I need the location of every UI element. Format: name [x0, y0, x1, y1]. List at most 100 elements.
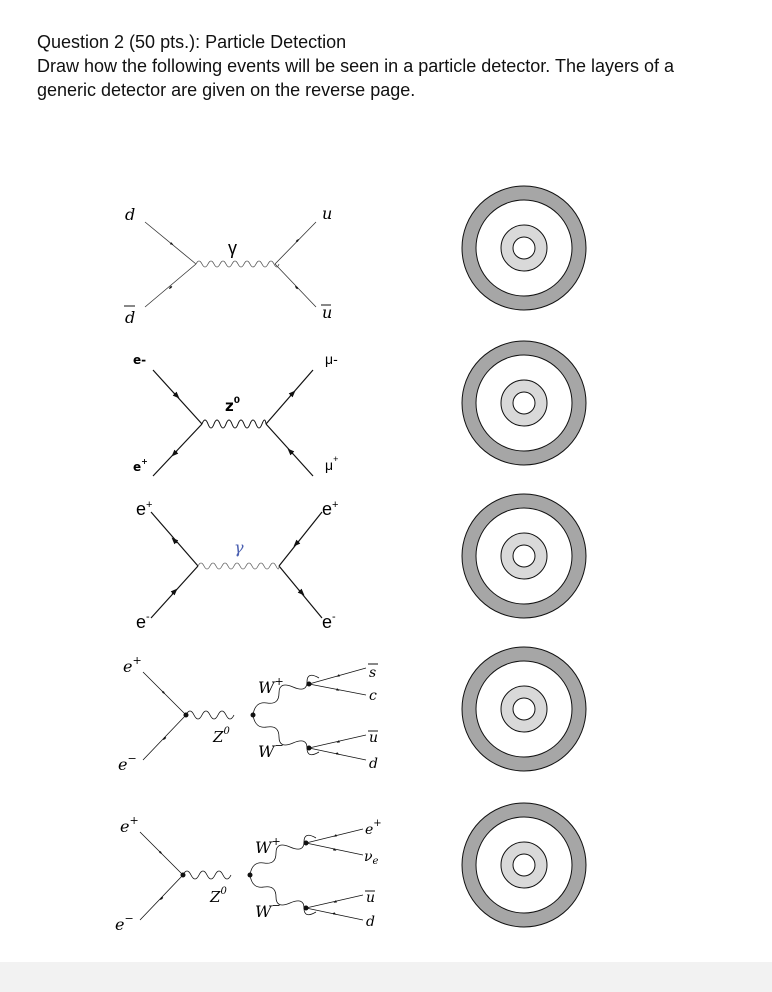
photon-propagator	[195, 260, 280, 268]
label-eplus: e+	[133, 457, 148, 474]
label-eplus-in: e+	[136, 499, 152, 519]
arrow-mark	[295, 238, 300, 243]
label-z0: z0	[225, 396, 240, 415]
feynman-diagram-5: e+ e− Z0 W+ W− e+ νe u d	[115, 814, 382, 934]
label-z0: Z0	[212, 726, 230, 746]
feynman-diagram-1: d d γ u u	[124, 204, 332, 327]
feynman-diagram-4: e+ e− Z0 W+ W− s c u d	[118, 654, 378, 774]
arrow-mark	[335, 688, 340, 691]
label-eminus: e-	[133, 353, 146, 367]
fermion-line-eminus	[142, 714, 187, 761]
label-eminus-out: e-	[322, 611, 336, 632]
question-title: Question 2 (50 pts.): Particle Detection	[37, 32, 347, 52]
label-muplus: μ+	[325, 454, 338, 473]
arrow-mark	[287, 448, 295, 456]
label-gamma: γ	[234, 538, 244, 557]
core	[512, 853, 536, 877]
detector-diagram-5	[461, 802, 587, 928]
label-nu-e: νe	[364, 849, 379, 867]
detector-diagram-3	[461, 493, 587, 619]
arrow-mark	[162, 736, 167, 741]
label-eminus: e−	[118, 752, 137, 774]
detector-diagram-4	[461, 646, 587, 772]
label-z0: Z0	[209, 886, 227, 906]
core	[512, 697, 536, 721]
arrow-mark	[171, 449, 179, 457]
arrow-mark	[168, 285, 173, 290]
feynman-diagram-2: e- e+ z0 μ- μ+	[133, 351, 338, 477]
question-header: Question 2 (50 pts.): Particle Detection…	[37, 30, 737, 102]
arrow-mark	[335, 752, 340, 755]
label-dbar: d	[125, 308, 135, 327]
arrow-mark	[288, 390, 296, 398]
core	[512, 236, 536, 260]
arrow-mark	[293, 539, 301, 547]
feynman-diagram-3: e+ e- γ e+ e-	[136, 499, 338, 632]
arrow-mark	[332, 912, 337, 915]
arrow-mark	[333, 834, 338, 837]
label-wplus: W+	[255, 835, 281, 857]
fermion-line-eminus	[139, 874, 184, 921]
arrow-mark	[294, 285, 299, 290]
label-eplus-out: e+	[322, 499, 338, 519]
arrow-mark	[171, 537, 179, 545]
question-instructions-line2: generic detector are given on the revers…	[37, 80, 416, 100]
fermion-line-ubar	[274, 263, 317, 308]
label-eminus-in: e-	[136, 611, 150, 632]
arrow-mark	[336, 740, 341, 743]
label-muminus: μ-	[325, 351, 338, 367]
label-gamma: γ	[228, 238, 237, 258]
label-eplus-out: e+	[365, 818, 382, 838]
label-d: d	[366, 914, 375, 930]
label-eplus: e+	[123, 654, 142, 676]
label-u: u	[322, 204, 332, 223]
z-propagator	[201, 419, 267, 429]
label-wplus: W+	[258, 675, 284, 697]
arrow-mark	[333, 900, 338, 903]
detector-diagram-2	[461, 340, 587, 466]
arrow-mark	[336, 674, 341, 677]
fermion-line-s	[308, 667, 367, 685]
arrow-mark	[159, 896, 164, 901]
question-instructions-line1: Draw how the following events will be se…	[37, 56, 675, 76]
fermion-line-muplus	[265, 423, 314, 477]
photon-propagator	[197, 562, 280, 570]
fermion-line-eplus-in	[150, 511, 199, 567]
label-ubar: u	[366, 890, 375, 906]
core	[512, 391, 536, 415]
label-d: d	[369, 756, 378, 772]
label-wminus: W−	[258, 739, 284, 761]
z-propagator	[185, 710, 235, 720]
label-sbar: s	[369, 665, 376, 681]
fermion-line-eplus	[142, 671, 187, 716]
detector-diagram-1	[461, 185, 587, 311]
label-eminus: e−	[115, 912, 134, 934]
fermion-line-eminus	[152, 369, 203, 425]
core	[512, 544, 536, 568]
fermion-line-dbar	[144, 263, 197, 308]
fermion-line-eplus-out	[305, 828, 364, 844]
fermion-line-eplus	[139, 831, 184, 876]
arrow-mark	[161, 690, 166, 695]
arrow-mark	[158, 850, 163, 855]
label-ubar: u	[369, 730, 378, 746]
label-wminus: W−	[255, 899, 281, 921]
label-eplus: e+	[120, 814, 139, 836]
label-c: c	[369, 688, 377, 704]
arrow-mark	[332, 848, 337, 851]
fermion-line-eplus-out	[278, 511, 323, 567]
arrow-mark	[297, 588, 305, 596]
w-plus-propagator	[249, 834, 317, 876]
label-d: d	[125, 205, 135, 224]
fermion-line-eplus	[152, 423, 203, 477]
fermion-line-u	[308, 734, 367, 749]
z-propagator	[182, 870, 232, 880]
arrow-mark	[169, 242, 174, 245]
fermion-line-u	[274, 221, 317, 265]
label-ubar: u	[322, 303, 332, 322]
fermion-line-u	[305, 894, 364, 909]
w-plus-propagator	[252, 674, 320, 716]
arrow-mark	[172, 391, 180, 399]
arrow-mark	[170, 588, 178, 596]
